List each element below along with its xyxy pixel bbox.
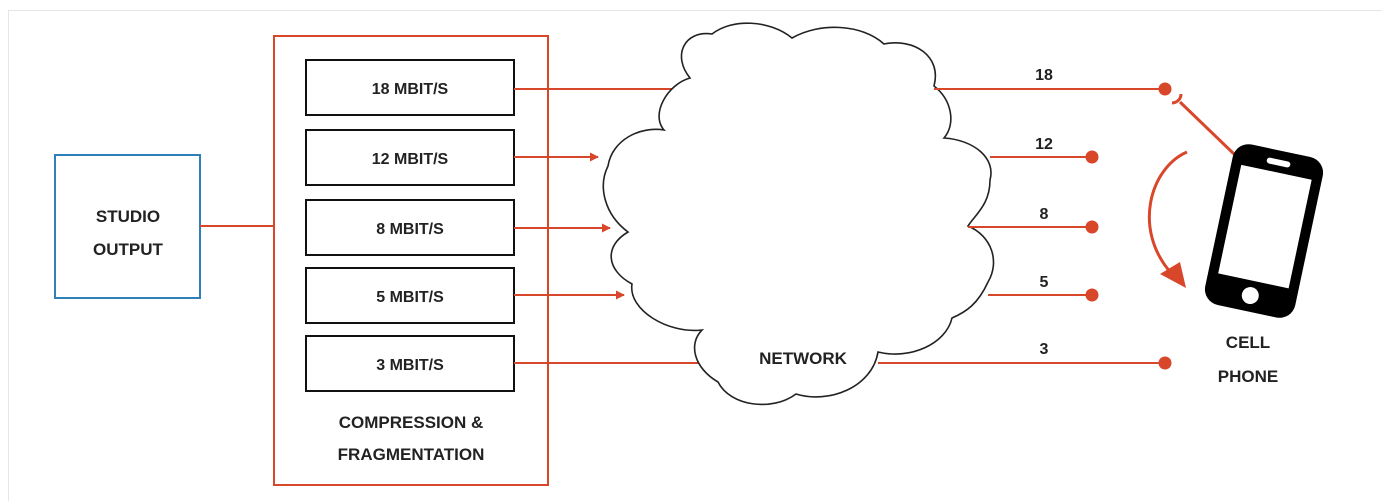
bitrate-box-18: 18 MBIT/S (305, 59, 515, 116)
output-label-8: 8 (1040, 206, 1049, 223)
bitrate-label-5: 5 MBIT/S (376, 289, 444, 306)
output-line-8: 8 (968, 206, 1099, 234)
studio-output-label-line1: STUDIO (96, 207, 160, 226)
studio-output-label-line2: OUTPUT (93, 240, 164, 259)
bitrate-label-18: 18 MBIT/S (372, 81, 449, 98)
diagram-frame (8, 10, 1382, 501)
phone-label-line2: PHONE (1218, 367, 1278, 386)
bitrate-box-8: 8 MBIT/S (305, 199, 515, 256)
network-cloud (602, 22, 995, 406)
phone-connector (1178, 100, 1236, 156)
output-label-12: 12 (1035, 136, 1053, 153)
switch-arrow-icon (1147, 150, 1188, 276)
compression-label-line1: COMPRESSION & (339, 413, 484, 432)
switch-arrowhead-icon (1160, 262, 1186, 288)
bitrate-label-8: 8 MBIT/S (376, 221, 444, 238)
bitrate-box-3: 3 MBIT/S (305, 335, 515, 392)
socket-icon (1171, 93, 1183, 105)
bitrate-label-12: 12 MBIT/S (372, 151, 449, 168)
bitrate-box-5: 5 MBIT/S (305, 267, 515, 324)
studio-output-box (54, 154, 201, 299)
output-label-3: 3 (1040, 341, 1049, 358)
compression-container (273, 35, 549, 486)
phone-label-line1: CELL (1226, 333, 1270, 352)
bitrate-label-3: 3 MBIT/S (376, 357, 444, 374)
compression-label-line2: FRAGMENTATION (338, 445, 485, 464)
output-line-12: 12 (990, 136, 1099, 164)
output-line-5: 5 (988, 274, 1099, 302)
network-label: NETWORK (759, 349, 848, 368)
output-line-3: 3 (878, 341, 1172, 370)
phone-icon (1204, 144, 1324, 318)
output-line-18: 18 (934, 67, 1172, 96)
output-label-18: 18 (1035, 67, 1053, 84)
output-label-5: 5 (1040, 274, 1049, 291)
bitrate-box-12: 12 MBIT/S (305, 129, 515, 186)
